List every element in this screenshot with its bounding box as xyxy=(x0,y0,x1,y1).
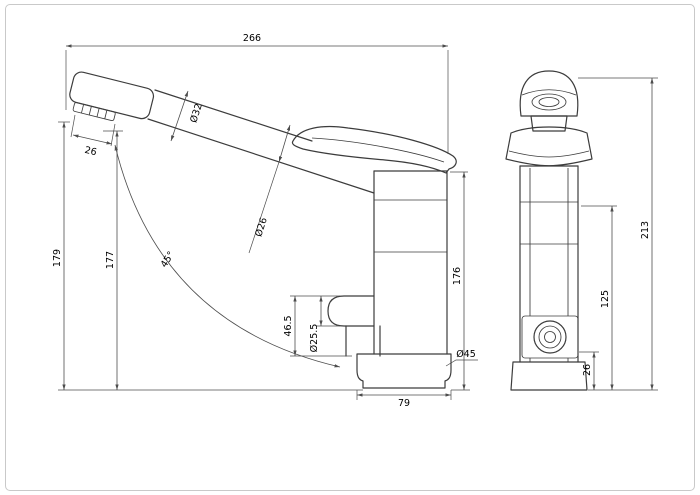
front-dimensions: 213 125 26 xyxy=(578,77,658,391)
dim-nozzle-width: 26 xyxy=(70,114,116,158)
swivel-arc xyxy=(114,144,341,368)
spout-head xyxy=(69,71,155,122)
dim-label-front-outlet-center: 26 xyxy=(582,364,593,376)
base-front xyxy=(510,361,588,391)
side-view xyxy=(69,71,457,389)
body-front xyxy=(519,165,579,363)
escutcheon xyxy=(521,315,579,359)
dim-label-front-body-height: 125 xyxy=(600,290,611,308)
front-view xyxy=(505,70,593,391)
handle-front xyxy=(505,126,593,167)
dim-label-spout-head-dia: Ø32 xyxy=(188,102,205,124)
spout-tube-bottom xyxy=(147,118,375,194)
dim-label-height-to-spout: 179 xyxy=(52,249,63,267)
dim-body-height: 176 xyxy=(450,171,470,391)
dim-label-base-dia: Ø45 xyxy=(456,349,476,360)
dim-height-to-spout: 179 xyxy=(52,121,363,391)
dim-label-overall-width: 266 xyxy=(243,33,261,44)
handle-lever xyxy=(291,125,457,174)
dim-spout-tube-dia: Ø26 xyxy=(248,124,291,254)
neck-collar xyxy=(530,115,568,132)
dim-base-dia: Ø45 xyxy=(445,349,478,367)
dim-label-spout-tube-dia: Ø26 xyxy=(253,216,270,238)
nozzle xyxy=(72,102,116,122)
dim-label-nozzle-width: 26 xyxy=(83,145,97,158)
dim-front-total-height: 213 xyxy=(578,77,658,391)
dim-outlet-height: 46.5 xyxy=(283,295,352,357)
dim-base-width: 79 xyxy=(356,390,452,409)
dim-label-height-to-nozzle: 177 xyxy=(105,251,116,269)
faucet-body xyxy=(373,170,448,355)
base xyxy=(356,353,452,389)
dim-label-outlet-height: 46.5 xyxy=(283,315,294,336)
dim-outlet-dia: Ø25.5 xyxy=(309,296,340,352)
dim-label-front-total-height: 213 xyxy=(640,221,651,239)
dim-height-to-nozzle: 177 xyxy=(103,130,123,390)
dim-front-outlet-center: 26 xyxy=(579,351,599,390)
dim-overall-width: 266 xyxy=(65,33,449,154)
dim-front-body-height: 125 xyxy=(581,205,617,390)
head-front xyxy=(519,70,579,132)
dim-label-base-width: 79 xyxy=(398,398,410,409)
dim-spout-head-dia: Ø32 xyxy=(170,90,205,142)
side-dimensions: 266 179 177 26 xyxy=(52,33,478,409)
dim-label-body-height: 176 xyxy=(452,267,463,285)
dim-label-outlet-dia: Ø25.5 xyxy=(309,324,320,353)
spout-tube-top xyxy=(154,89,313,142)
